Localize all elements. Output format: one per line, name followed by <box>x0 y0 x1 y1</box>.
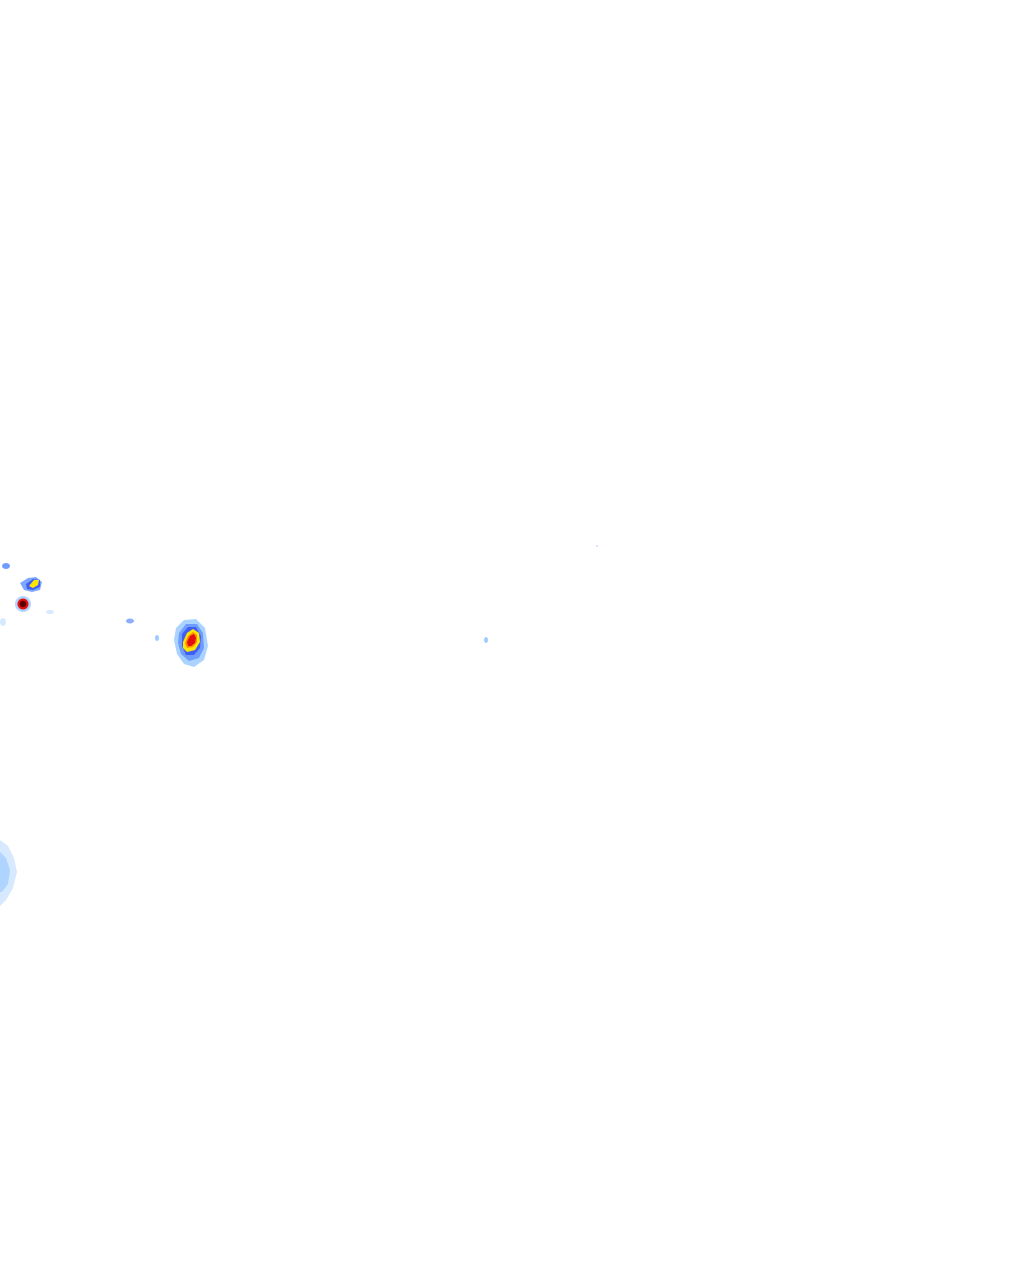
southwest-light-area-light <box>0 852 10 892</box>
main-storm-cell[interactable] <box>174 619 208 667</box>
echo-far-east <box>596 545 598 547</box>
echo-near-main <box>155 635 159 641</box>
northwest-core-cell-core <box>19 600 27 608</box>
main-storm-cell-extreme <box>187 634 196 646</box>
echo-w-mid <box>126 618 134 624</box>
northwest-small-cell-very-heavy <box>29 580 39 588</box>
echo-nw-side <box>0 618 6 626</box>
northwest-core-cell[interactable] <box>15 596 31 612</box>
scattered-echoes <box>0 545 598 643</box>
southwest-light-area[interactable] <box>0 840 17 906</box>
echo-east <box>484 637 488 643</box>
echo-nw-top <box>2 563 10 569</box>
northwest-small-cell[interactable] <box>20 577 42 592</box>
echo-w-right <box>46 610 54 614</box>
